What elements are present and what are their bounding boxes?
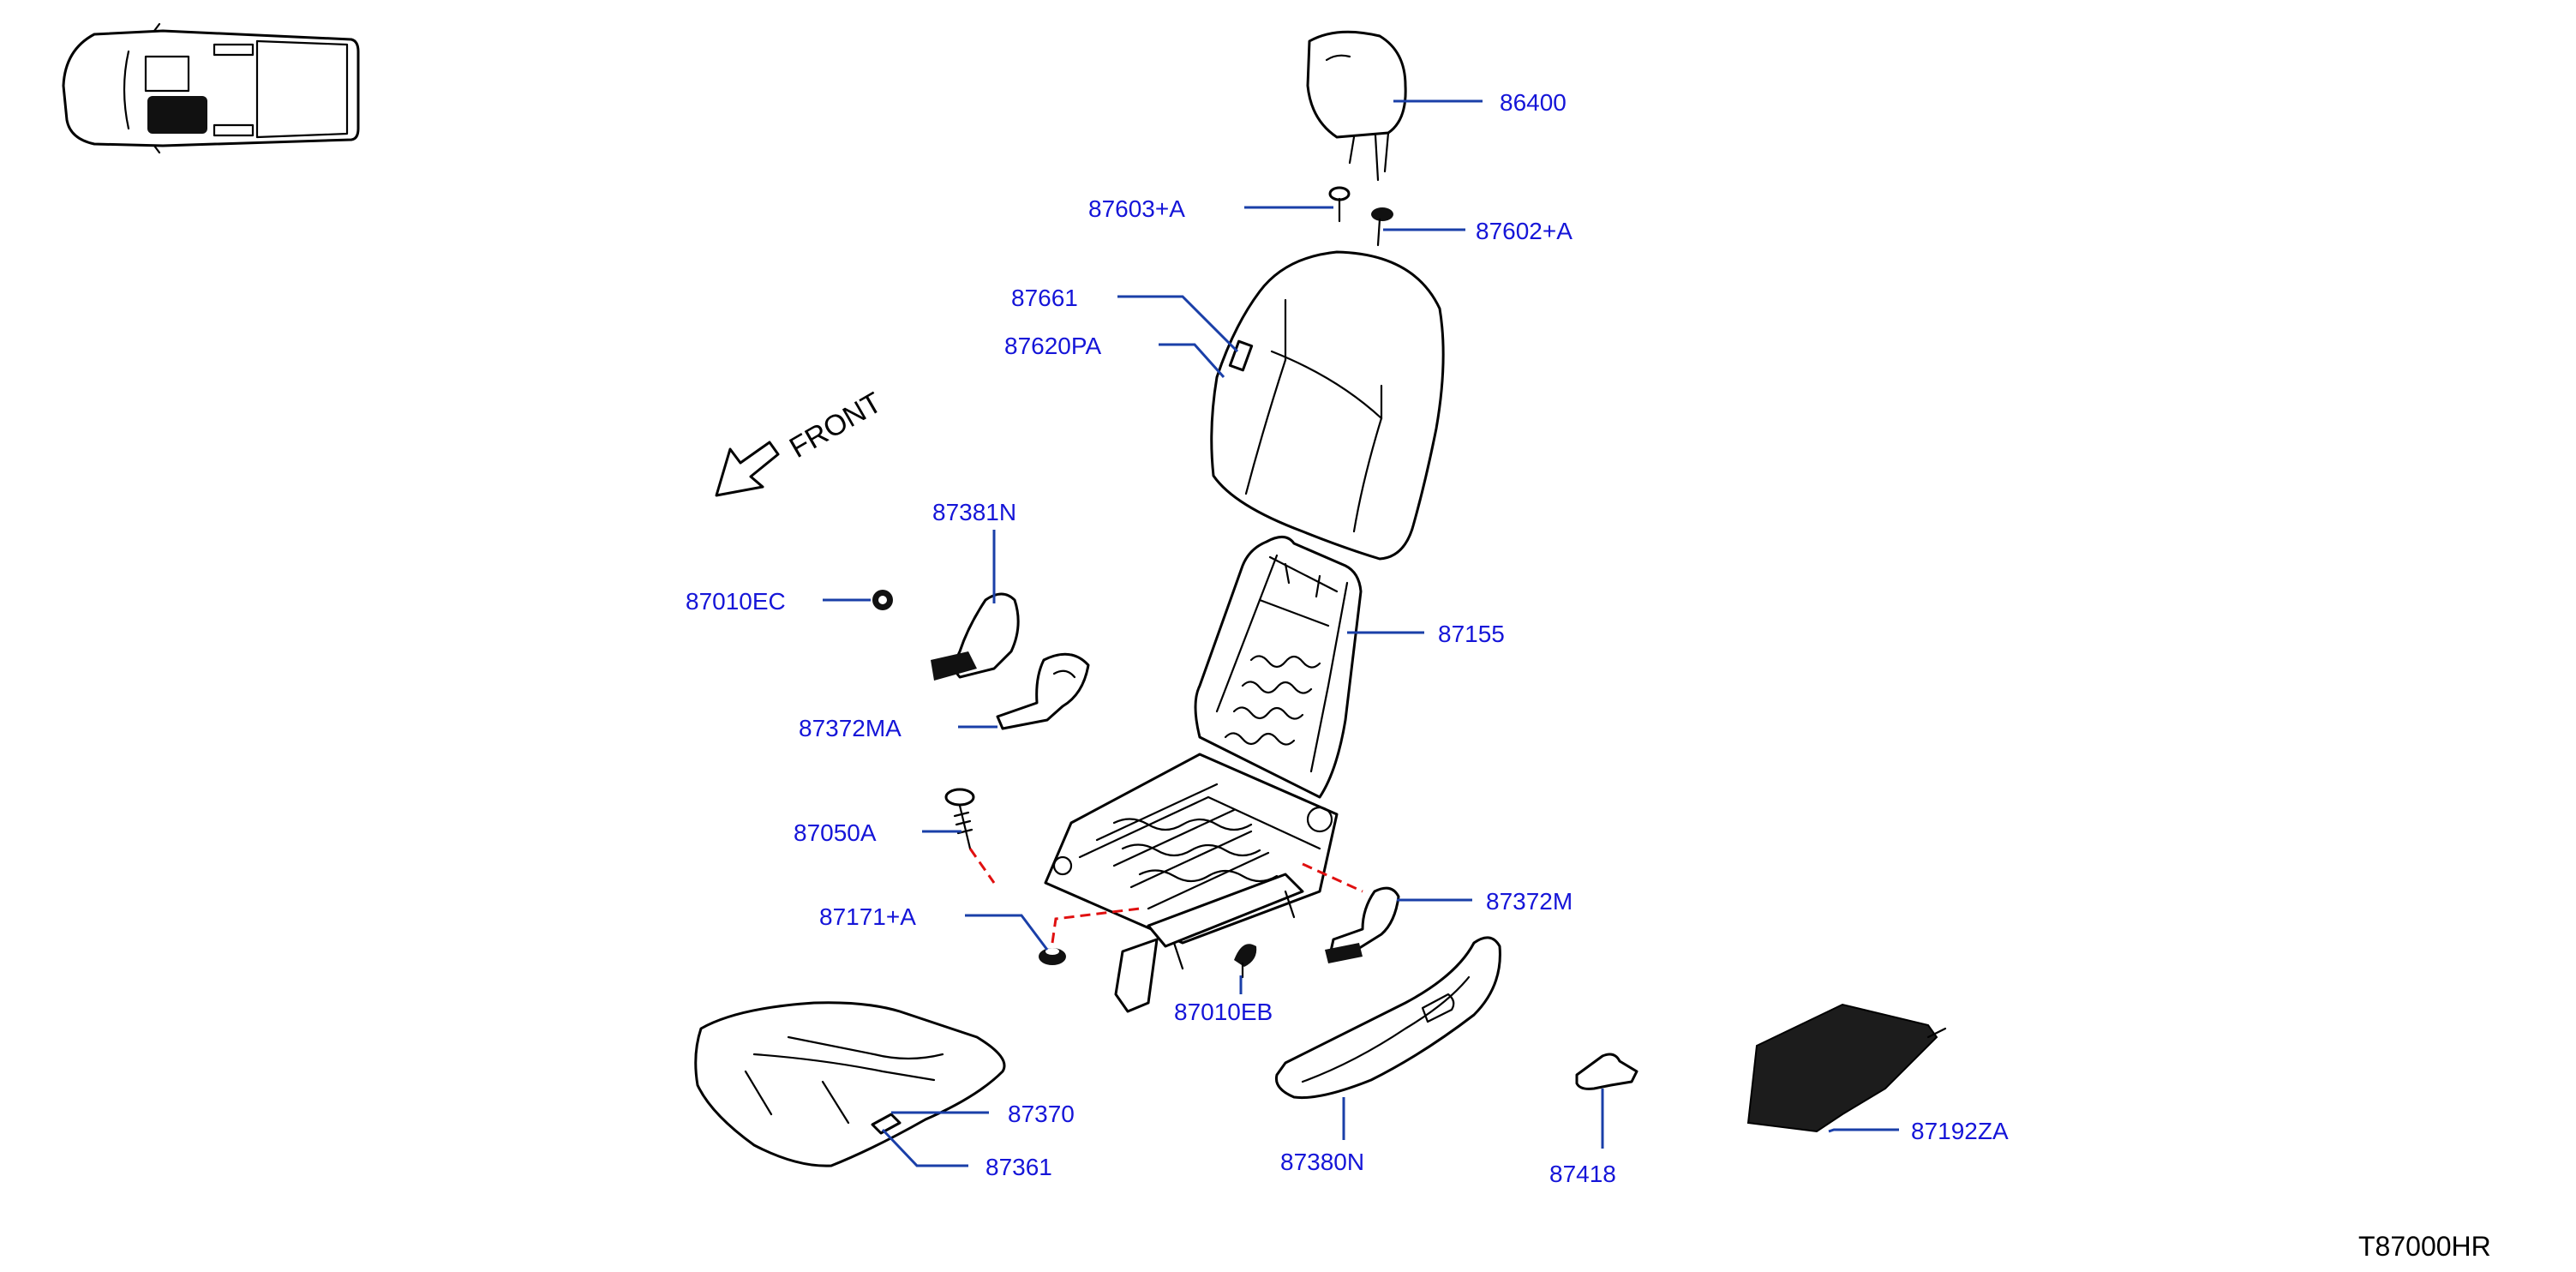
cushion-clip-part xyxy=(871,1113,902,1135)
connector-lines xyxy=(968,848,1363,944)
headrest-part xyxy=(1306,30,1407,182)
label-finisher-outer: 87372M xyxy=(1486,888,1573,915)
bolt-part xyxy=(944,788,975,850)
label-heater-unit: 87192ZA xyxy=(1911,1118,2009,1144)
label-cushion-trim: 87370 xyxy=(1008,1101,1075,1127)
label-back-frame: 87155 xyxy=(1438,621,1505,647)
label-cushion-clip: 87361 xyxy=(985,1154,1052,1180)
drawing-code: T87000HR xyxy=(2358,1231,2491,1262)
label-clip: 87010EB xyxy=(1174,999,1273,1025)
label-bolt: 87050A xyxy=(794,819,877,846)
leader-lines xyxy=(823,99,1899,1167)
cushion-trim-part xyxy=(694,1001,1006,1167)
label-finisher-inner: 87372MA xyxy=(799,715,902,741)
recliner-cover-part xyxy=(931,592,1020,681)
cap-part xyxy=(872,590,893,610)
back-trim-part xyxy=(1210,250,1445,561)
headrest-guide-lock-part xyxy=(1328,186,1351,223)
label-side-cover: 87380N xyxy=(1280,1149,1364,1175)
label-cap: 87010EC xyxy=(686,588,786,615)
clip-part xyxy=(1234,944,1257,979)
label-grommet: 87171+A xyxy=(819,903,916,930)
label-headrest: 86400 xyxy=(1500,89,1567,116)
vehicle-locator-icon xyxy=(62,22,360,154)
label-back-trim-clip: 87620PA xyxy=(1004,333,1101,359)
label-recliner-cover: 87381N xyxy=(932,499,1016,525)
grommet-part xyxy=(1039,948,1066,965)
label-knob: 87418 xyxy=(1549,1161,1616,1187)
headrest-guide-free-part xyxy=(1371,207,1393,247)
cushion-frame-part xyxy=(1044,753,1339,1013)
label-headrest-guide-free: 87602+A xyxy=(1476,218,1573,244)
knob-part xyxy=(1575,1053,1638,1090)
side-cover-part xyxy=(1274,936,1501,1100)
heater-unit-part xyxy=(1746,1003,1947,1133)
finisher-inner-part xyxy=(996,652,1090,730)
front-arrow-icon xyxy=(715,441,780,497)
label-back-trim: 87661 xyxy=(1011,285,1078,311)
finisher-outer-part xyxy=(1325,886,1400,963)
label-headrest-guide-lock: 87603+A xyxy=(1088,195,1185,222)
front-label: FRONT xyxy=(784,386,887,464)
back-frame-part xyxy=(1194,536,1363,799)
driver-seat-highlight xyxy=(147,96,207,134)
